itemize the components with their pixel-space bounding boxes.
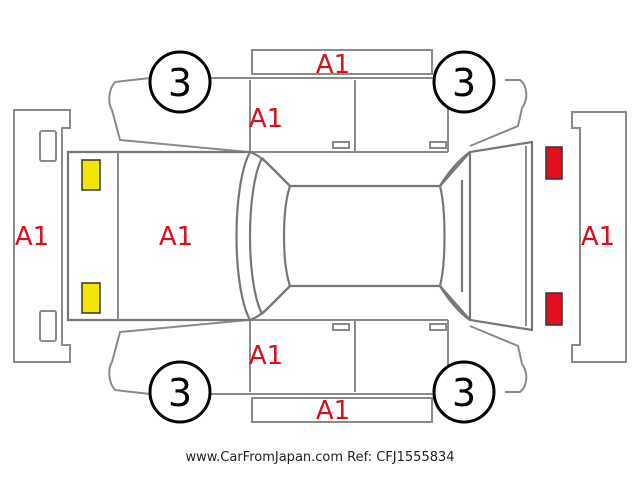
front-right-wheel xyxy=(148,360,212,424)
front-bumper-outline xyxy=(13,109,71,363)
front-left-wheel xyxy=(148,50,212,114)
front-bumper-fog-top xyxy=(39,130,57,162)
bottom-rear-handle xyxy=(429,323,447,331)
bottom-side-door-panels xyxy=(249,319,449,392)
label-left-rocker: A1 xyxy=(316,50,350,80)
label-right-front-door: A1 xyxy=(249,341,283,371)
bottom-front-handle xyxy=(332,323,350,331)
rear-right-wheel-grade: 3 xyxy=(452,371,476,415)
label-rear-bumper: A1 xyxy=(581,222,615,252)
roof-outline xyxy=(282,185,446,287)
bottom-side-profile xyxy=(108,319,528,395)
top-rear-handle xyxy=(429,141,447,149)
rear-right-wheel xyxy=(432,360,496,424)
rear-glass xyxy=(439,151,472,321)
bottom-rocker-panel xyxy=(251,397,433,423)
top-side-profile xyxy=(108,77,528,153)
front-right-wheel-grade: 3 xyxy=(168,371,192,415)
headlamp-bottom xyxy=(81,282,101,314)
top-rocker-panel xyxy=(251,49,433,75)
label-left-front-door: A1 xyxy=(249,104,283,134)
taillamp-bottom xyxy=(545,292,563,326)
top-side-door-panels xyxy=(249,80,449,153)
headlamp-top xyxy=(81,159,101,191)
rear-left-wheel xyxy=(432,50,496,114)
front-bumper-fog-bottom xyxy=(39,310,57,342)
label-front-bumper: A1 xyxy=(15,222,49,252)
windshield xyxy=(235,151,291,321)
front-left-wheel-grade: 3 xyxy=(168,61,192,105)
rear-bumper-outline xyxy=(571,111,627,363)
taillamp-top xyxy=(545,146,563,180)
label-right-rocker: A1 xyxy=(316,396,350,426)
rear-left-wheel-grade: 3 xyxy=(452,61,476,105)
reference-footer: www.CarFromJapan.com Ref: CFJ1555834 xyxy=(185,450,455,465)
label-hood: A1 xyxy=(159,222,193,252)
top-front-handle xyxy=(332,141,350,149)
